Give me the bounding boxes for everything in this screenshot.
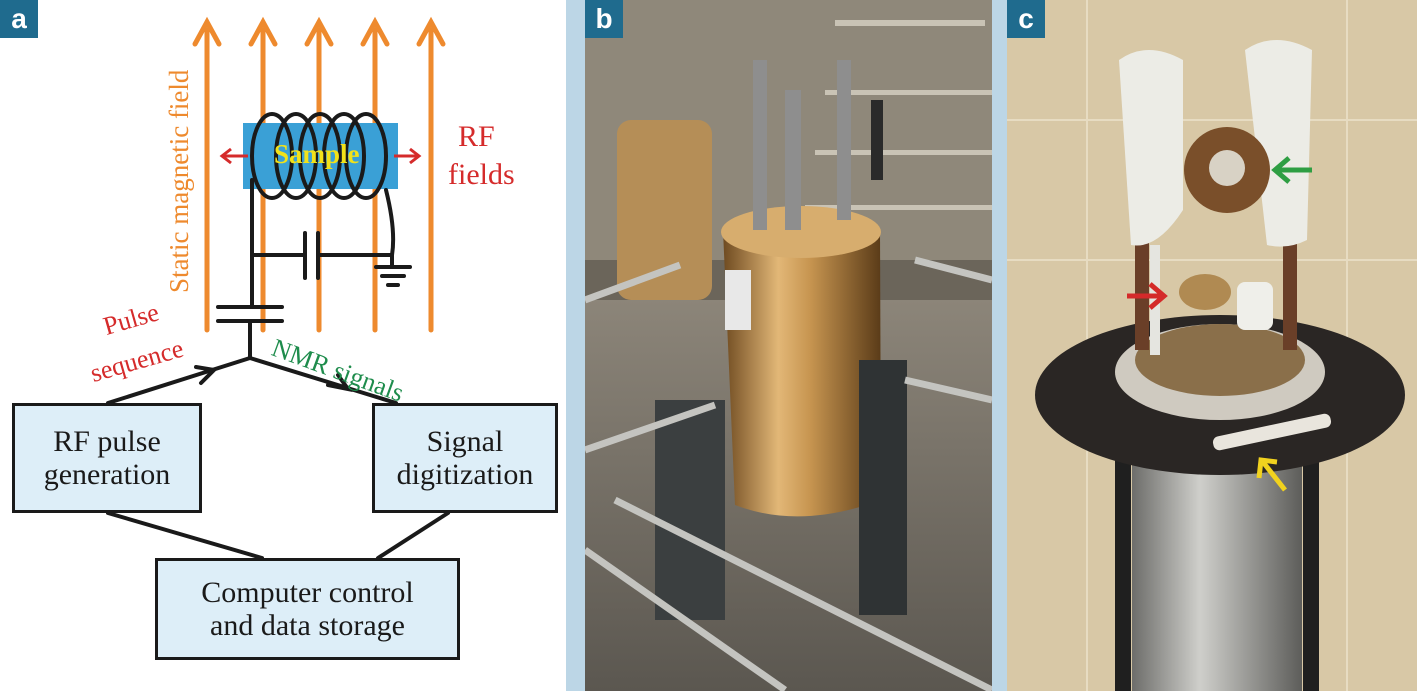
field-arrow-head-5 xyxy=(416,16,446,47)
schematic-drawing xyxy=(106,16,450,560)
sample-label: Sample xyxy=(274,139,360,169)
comp-box-line1: Computer control xyxy=(201,576,414,609)
side-dewar xyxy=(617,120,712,300)
field-arrow-head-1 xyxy=(192,16,222,47)
field-arrow-head-4 xyxy=(360,16,390,47)
rf-coil xyxy=(250,112,388,200)
panel-tag-b: b xyxy=(585,0,623,38)
field-label: Static magnetic field xyxy=(164,69,194,293)
rf-field-arrows xyxy=(219,147,422,165)
circuit-wires xyxy=(106,178,450,560)
sig-box-line1: Signal xyxy=(426,425,504,458)
rf-box-line2: generation xyxy=(43,458,171,491)
magnet-photo xyxy=(585,0,992,691)
panel-b-photo: b xyxy=(585,0,992,691)
rf-pulse-generation-box: RF pulse generation xyxy=(12,403,202,513)
rf-label-line2: fields xyxy=(448,158,515,191)
probe-tube xyxy=(1132,440,1302,691)
magnet-dewar xyxy=(723,209,881,517)
signal-digitization-box: Signal digitization xyxy=(372,403,558,513)
sample-block xyxy=(243,123,398,189)
field-arrow-head-3 xyxy=(304,16,334,47)
sig-box-line2: digitization xyxy=(396,458,534,491)
panel-tag-a: a xyxy=(0,0,38,38)
computer-control-box: Computer control and data storage xyxy=(155,558,460,660)
panel-a-schematic: a xyxy=(0,0,566,691)
panel-c-photo: c xyxy=(1007,0,1417,691)
red-arrow xyxy=(1127,282,1168,310)
field-arrow-head-2 xyxy=(248,16,278,47)
yellow-arrow xyxy=(1256,457,1287,492)
left-holder xyxy=(1119,50,1183,246)
rf-label-line1: RF xyxy=(458,120,495,153)
probe-photo xyxy=(1007,0,1417,691)
rf-box-line1: RF pulse xyxy=(53,425,161,458)
comp-box-line2: and data storage xyxy=(210,609,405,642)
green-arrow xyxy=(1271,156,1312,184)
panel-tag-c: c xyxy=(1007,0,1045,38)
